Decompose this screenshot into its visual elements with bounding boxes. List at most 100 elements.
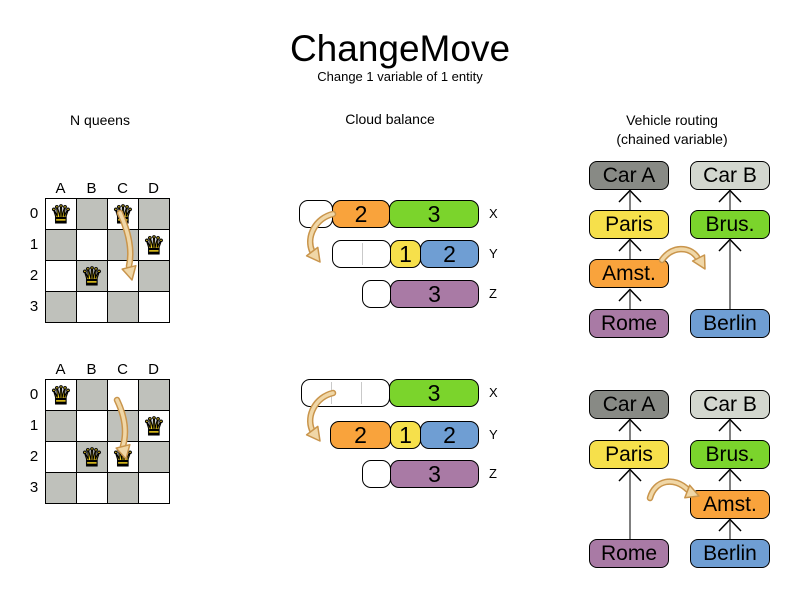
board-cell-b1 [77,411,107,441]
cloud-process: 2 [330,421,391,449]
board-cell-a2 [46,442,76,472]
board-cell-a3 [46,473,76,503]
vehicle-node-car-b: Car B [690,390,770,419]
col-label-a: A [55,361,66,378]
board-cell-c1 [108,411,138,441]
computer-label-z: Z [489,466,497,481]
col-label-b: B [86,180,97,197]
board-cell-d0 [139,199,169,229]
board-cell-b0 [77,199,107,229]
row-label-0: 0 [29,205,39,222]
row-label-0: 0 [29,386,39,403]
queen-piece: ♛ [111,199,135,229]
slot-divider [361,382,362,404]
vehicle-node-amsterdam: Amst. [589,259,669,288]
chain-connector [618,288,642,309]
chain-connector [718,189,742,210]
queen-piece: ♛ [80,442,104,472]
row-label-2: 2 [29,448,39,465]
cloud-empty-slot [301,379,390,407]
vehicle-node-paris: Paris [589,440,669,469]
vehicle-node-rome: Rome [589,539,669,568]
chain-connector [718,518,742,539]
board-cell-c0: ♛ [108,199,138,229]
board-cell-d2 [139,442,169,472]
board-cell-c3 [108,473,138,503]
vehicle-node-berlin: Berlin [690,309,770,338]
board-cell-c0 [108,380,138,410]
chain-connector [718,418,742,440]
col-label-b: B [86,361,97,378]
page-subtitle: Change 1 variable of 1 entity [317,69,483,84]
row-label-1: 1 [29,236,39,253]
chain-connector [718,468,742,490]
queen-piece: ♛ [142,411,166,441]
board-cell-d0 [139,380,169,410]
vehicle-header-line2: (chained variable) [616,131,728,147]
vehicle-node-amsterdam: Amst. [690,490,770,519]
board-cell-d3 [139,473,169,503]
cloud-process: 1 [390,421,421,449]
col-label-c: C [117,180,128,197]
chain-connector [618,238,642,259]
board-cell-b0 [77,380,107,410]
page-title: ChangeMove [289,28,511,69]
chessboard-grid: ♛ ♛ ♛ ♛ [45,198,170,323]
vehicle-node-berlin: Berlin [690,539,770,568]
vehicle-node-brussels: Brus. [690,440,770,469]
cloud-process: 3 [389,379,479,407]
board-cell-b1 [77,230,107,260]
row-label-3: 3 [29,298,39,315]
col-label-d: D [148,361,159,378]
board-cell-d1: ♛ [139,230,169,260]
board-cell-b2: ♛ [77,261,107,291]
board-cell-b3 [77,292,107,322]
slot-divider [331,382,332,404]
board-cell-b2: ♛ [77,442,107,472]
board-cell-d1: ♛ [139,411,169,441]
board-cell-a3 [46,292,76,322]
board-cell-a1 [46,230,76,260]
vehicle-node-car-a: Car A [589,390,669,419]
vehicle-node-brussels: Brus. [690,210,770,239]
board-cell-c3 [108,292,138,322]
chain-connector [618,189,642,210]
vehicle-node-car-b: Car B [690,161,770,190]
nqueens-board-after: A B C D 0 1 2 3 ♛ ♛ ♛ ♛ [30,361,170,504]
queen-piece: ♛ [49,199,73,229]
computer-label-z: Z [489,286,497,301]
cloud-process: 3 [390,460,479,488]
vehicle-node-car-a: Car A [589,161,669,190]
board-cell-c1 [108,230,138,260]
chain-connector [718,238,742,309]
cloud-empty-slot [332,240,391,268]
board-cell-b3 [77,473,107,503]
board-cell-a0: ♛ [46,380,76,410]
cloud-process: 2 [420,240,479,268]
board-cell-a0: ♛ [46,199,76,229]
computer-label-x: X [489,206,498,221]
cloud-empty-slot [299,200,333,228]
computer-label-y: Y [489,427,498,442]
board-cell-d3 [139,292,169,322]
vehicle-header-line1: Vehicle routing [626,112,718,128]
col-label-a: A [55,180,66,197]
row-label-1: 1 [29,417,39,434]
board-cell-a1 [46,411,76,441]
chain-connector [618,418,642,440]
col-label-d: D [148,180,159,197]
queen-piece: ♛ [111,442,135,472]
board-cell-c2 [108,261,138,291]
cloud-process: 2 [332,200,390,228]
chessboard-grid: ♛ ♛ ♛ ♛ [45,379,170,504]
chain-connector [618,468,642,539]
section-header-cloud: Cloud balance [345,111,435,127]
vehicle-node-rome: Rome [589,309,669,338]
nqueens-board-before: A B C D 0 1 2 3 ♛ ♛ ♛ ♛ [30,180,170,323]
vehicle-node-paris: Paris [589,210,669,239]
board-cell-a2 [46,261,76,291]
board-cell-d2 [139,261,169,291]
cloud-empty-slot [362,280,391,308]
cloud-process: 2 [420,421,479,449]
